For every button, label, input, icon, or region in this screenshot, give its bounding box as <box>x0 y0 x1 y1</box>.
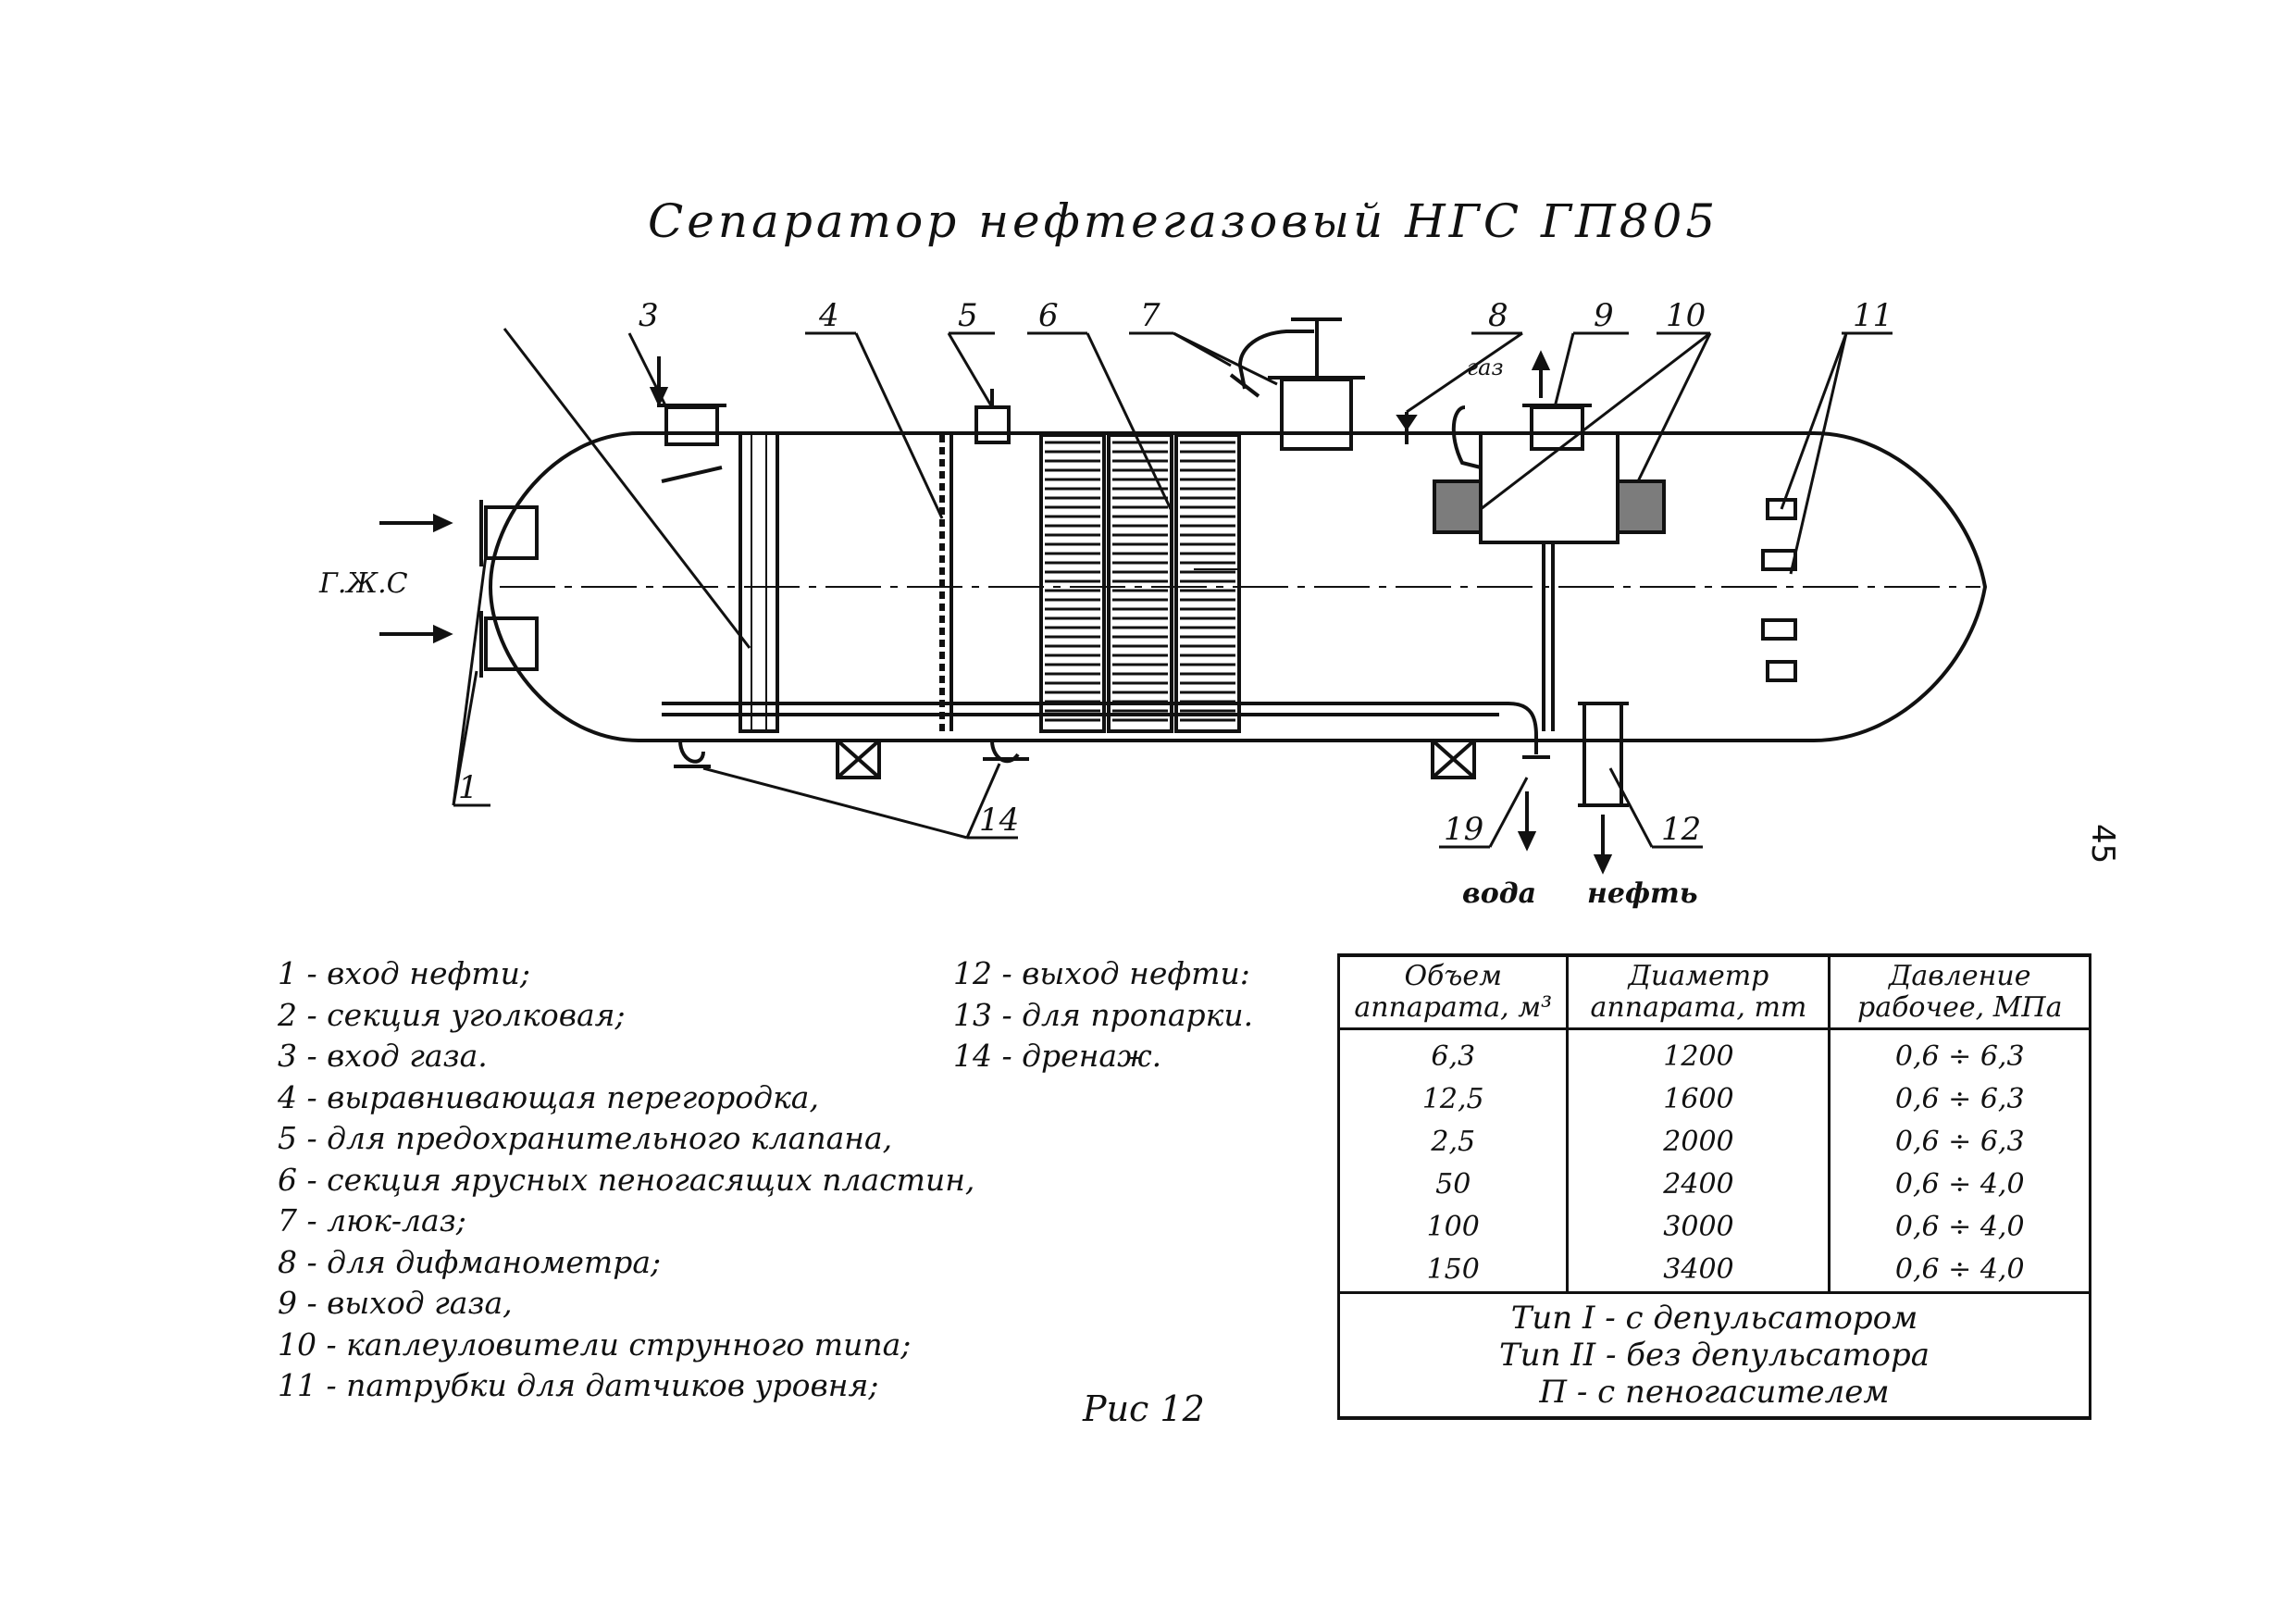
table-cell: 0,6 ÷ 6,3 <box>1894 1083 2025 1115</box>
volume-column: 6,3 12,5 2,5 50 100 150 <box>1336 1028 1570 1293</box>
plate-stack <box>1039 433 1106 733</box>
equalizing-baffle <box>939 435 953 731</box>
figure-caption: Рис 12 <box>1083 1388 1205 1429</box>
table-cell: 0,6 ÷ 6,3 <box>1894 1126 2025 1158</box>
table-cell: 0,6 ÷ 6,3 <box>1894 1040 2025 1073</box>
legend-item: 2 - секция уголковая; <box>278 996 626 1033</box>
table-cell: 150 <box>1426 1253 1480 1286</box>
legend-item: 9 - выход газа, <box>278 1285 513 1321</box>
table-header-diameter: Диаметр аппарата, mm <box>1566 953 1831 1030</box>
callout-4: 4 <box>818 297 839 334</box>
callout-8: 8 <box>1488 297 1508 334</box>
table-cell: 1200 <box>1663 1040 1734 1073</box>
callout-9: 9 <box>1594 297 1614 334</box>
callout-1: 1 <box>458 769 478 806</box>
table-header-volume: Объем аппарата, м³ <box>1336 953 1570 1030</box>
legend-item: 11 - патрубки для датчиков уровня; <box>278 1367 879 1403</box>
gas-outlet-label: газ <box>1467 355 1504 380</box>
water-label: вода <box>1462 877 1536 910</box>
table-note: Тип II - без депульсатора <box>1499 1337 1930 1374</box>
callout-3: 3 <box>639 297 659 334</box>
legend-item: 14 - дренаж. <box>953 1038 1162 1074</box>
table-cell: 3400 <box>1663 1253 1734 1286</box>
table-cell: 2000 <box>1663 1126 1734 1158</box>
safety-valve-nozzle <box>974 389 1011 444</box>
oil-inlet-nozzles <box>379 500 539 678</box>
table-note: П - с пеногасителем <box>1539 1374 1890 1411</box>
legend-left: 1 - вход нефти; 2 - секция уголковая; 3 … <box>278 953 974 1407</box>
legend-item: 8 - для дифманометра; <box>278 1243 662 1280</box>
page-number: 45 <box>2084 824 2121 865</box>
plate-stack <box>1107 433 1173 733</box>
angle-section <box>738 431 779 733</box>
diameter-column: 1200 1600 2000 2400 3000 3400 <box>1566 1028 1831 1293</box>
legend-right: 12 - выход нефти: 13 - для пропарки. 14 … <box>953 953 1253 1077</box>
table-cell: 2,5 <box>1431 1126 1476 1158</box>
callout-14: 14 <box>979 802 1019 839</box>
table-cell: 12,5 <box>1421 1083 1484 1115</box>
pressure-column: 0,6 ÷ 6,3 0,6 ÷ 6,3 0,6 ÷ 6,3 0,6 ÷ 4,0 … <box>1828 1028 2091 1293</box>
table-cell: 6,3 <box>1431 1040 1476 1073</box>
level-sensor-nozzles <box>1761 498 1797 682</box>
legend-item: 3 - вход газа. <box>278 1038 488 1074</box>
callout-10: 10 <box>1666 297 1706 334</box>
table-cell: 2400 <box>1663 1168 1734 1201</box>
table-cell: 3000 <box>1663 1211 1734 1243</box>
spec-table: Объем аппарата, м³ Диаметр аппарата, mm … <box>1336 953 2091 1420</box>
table-cell: 0,6 ÷ 4,0 <box>1894 1211 2025 1243</box>
callout-7: 7 <box>1140 297 1160 334</box>
table-cell: 50 <box>1435 1168 1471 1201</box>
page-title: Сепаратор нефтегазовый НГС ГП805 <box>648 194 1719 248</box>
callout-6: 6 <box>1038 297 1059 334</box>
oil-outlet-label: нефть <box>1587 877 1698 910</box>
callout-leaders <box>452 328 1893 849</box>
foam-plate-section <box>1039 433 1241 733</box>
callout-12: 12 <box>1661 811 1701 848</box>
manometer-fitting <box>1396 412 1418 444</box>
table-cell: 1600 <box>1663 1083 1734 1115</box>
gas-inlet-nozzle <box>649 356 726 483</box>
gas-outlet-and-catchers <box>1433 350 1666 731</box>
legend-item: 10 - каплеуловители струнного типа; <box>278 1326 912 1363</box>
callout-5: 5 <box>958 297 978 334</box>
legend-item: 13 - для пропарки. <box>953 996 1254 1033</box>
manhole <box>1229 317 1365 451</box>
table-header-pressure: Давление рабочее, МПа <box>1828 953 2091 1030</box>
legend-item: 1 - вход нефти; <box>278 955 530 991</box>
legend-item: 4 - выравнивающая перегородка, <box>278 1078 819 1115</box>
table-notes: Тип I - с депульсатором Тип II - без деп… <box>1337 1291 2091 1420</box>
table-note: Тип I - с депульсатором <box>1510 1300 1918 1337</box>
table-cell: 0,6 ÷ 4,0 <box>1894 1168 2025 1201</box>
legend-item: 5 - для предохранительного клапана, <box>278 1120 893 1156</box>
inlet-label: Г.Ж.С <box>318 567 408 600</box>
callout-19: 19 <box>1444 811 1483 848</box>
legend-item: 7 - люк-лаз; <box>278 1202 466 1238</box>
table-cell: 0,6 ÷ 4,0 <box>1894 1253 2025 1286</box>
plate-stack <box>1174 433 1241 733</box>
callout-11: 11 <box>1853 297 1893 334</box>
legend-item: 12 - выход нефти: <box>953 955 1250 991</box>
table-cell: 100 <box>1426 1211 1480 1243</box>
drain-piping <box>662 702 1550 852</box>
legend-item: 6 - секция ярусных пеногасящих пластин, <box>278 1161 975 1198</box>
